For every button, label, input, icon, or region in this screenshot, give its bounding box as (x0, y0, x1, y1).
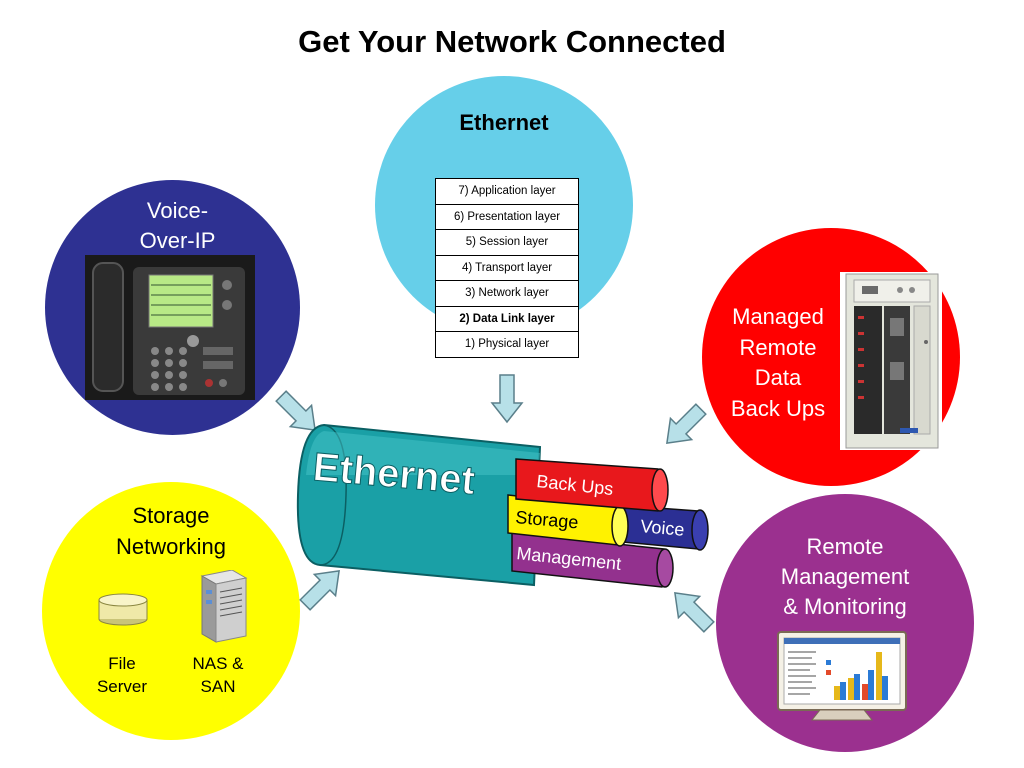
page-title: Get Your Network Connected (298, 24, 726, 59)
tube-voice-label: Voice (640, 516, 686, 540)
osi-layer-table: 7) Application layer 6) Presentation lay… (435, 178, 579, 358)
voip-label-line1: Voice- (146, 198, 209, 223)
backup-label-line4: Back Ups (730, 395, 826, 421)
arrow-backup-icon (666, 403, 707, 444)
remote-label-line3: & Monitoring (783, 594, 907, 619)
osi-layer-5: 5) Session layer (435, 229, 579, 256)
nas-san-label: NAS & SAN (178, 652, 258, 698)
arrow-down-icon (490, 374, 524, 424)
arrow-remote-icon (674, 592, 715, 633)
file-server-label: File Server (82, 652, 162, 698)
file-server-label-line2: Server (96, 677, 148, 696)
osi-layer-1: 1) Physical layer (435, 331, 579, 358)
ip-phone-icon (85, 255, 255, 400)
file-server-icon (98, 593, 148, 626)
backup-label: Managed Remote Data Back Ups (715, 302, 841, 424)
remote-label: Remote Management & Monitoring (716, 532, 974, 622)
nas-server-icon (200, 570, 248, 643)
server-rack-icon (840, 272, 942, 450)
voip-label: Voice- Over-IP (45, 196, 310, 256)
storage-label-line1: Storage (132, 503, 210, 528)
voip-label-line2: Over-IP (139, 228, 216, 253)
arrow-storage-icon (299, 570, 340, 611)
monitor-chart-icon (777, 631, 907, 721)
file-server-label-line1: File (108, 654, 136, 673)
backup-label-line2: Remote (739, 334, 817, 360)
osi-layer-4: 4) Transport layer (435, 254, 579, 281)
remote-label-line1: Remote (806, 534, 884, 559)
remote-label-line2: Management (780, 564, 910, 589)
arrow-voip-icon (275, 390, 316, 431)
storage-label-line2: Networking (115, 534, 227, 559)
storage-circle (42, 482, 300, 740)
ethernet-circle-label: Ethernet (459, 110, 549, 135)
storage-label: Storage Networking (42, 500, 300, 562)
nas-san-label-line2: SAN (200, 677, 236, 696)
backup-label-line3: Data (754, 365, 802, 390)
osi-layer-2: 2) Data Link layer (435, 305, 579, 332)
osi-layer-3: 3) Network layer (435, 280, 579, 307)
backup-label-line1: Managed (732, 304, 824, 329)
ethernet-cable: Back Ups Storage Voice Management Ethern… (296, 423, 709, 588)
osi-layer-6: 6) Presentation layer (435, 203, 579, 230)
nas-san-label-line1: NAS & (192, 654, 244, 673)
